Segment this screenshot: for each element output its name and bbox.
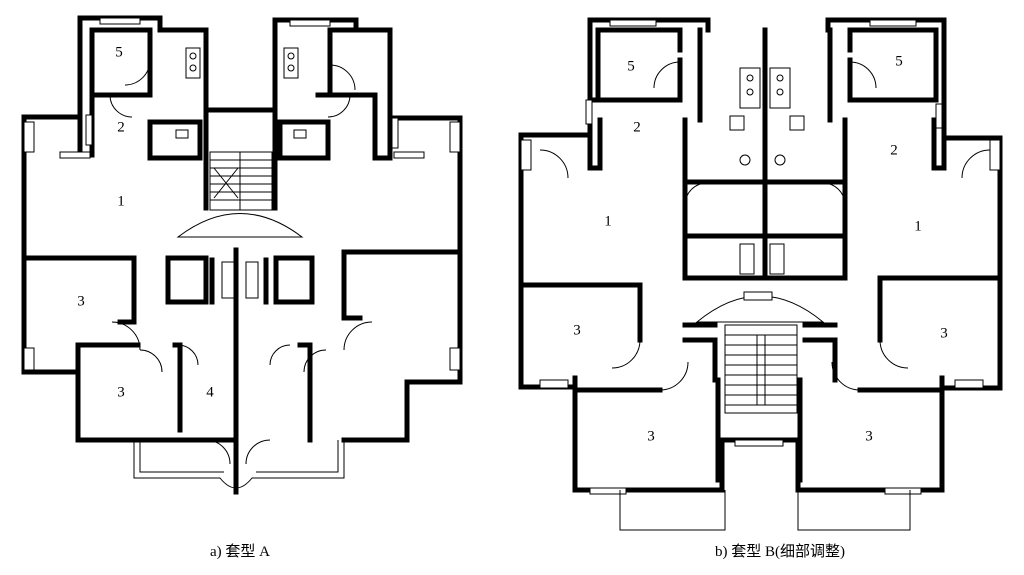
plan-a: 5 2 1 3 3 4 — [21, 15, 463, 495]
plan-b-right-room-5: 5 — [895, 53, 903, 69]
plan-b-right-room-3-lower: 3 — [865, 428, 873, 444]
caption-plan-a: a) 套型 A — [210, 543, 270, 560]
plan-b-right-room-3-upper: 3 — [940, 325, 948, 341]
plan-a-room-3-lower: 3 — [117, 384, 125, 400]
plan-b-right-room-1: 1 — [914, 218, 922, 234]
plan-b-left-room-3-upper: 3 — [573, 322, 581, 338]
plan-b-right-room-2: 2 — [890, 142, 898, 158]
plan-a-room-1: 1 — [117, 193, 125, 209]
plan-a-room-5: 5 — [115, 44, 123, 60]
plan-b-left-room-3-lower: 3 — [647, 428, 655, 444]
plan-b-left-room-2: 2 — [633, 119, 641, 135]
plan-a-room-2: 2 — [117, 119, 125, 135]
caption-plan-b: b) 套型 B(细部调整) — [715, 543, 845, 560]
plan-b-left-room-1: 1 — [604, 213, 612, 229]
plan-a-room-3-upper: 3 — [77, 293, 85, 309]
plan-b: 5 2 1 3 3 5 2 1 3 3 — [518, 17, 1003, 531]
plan-a-room-4: 4 — [206, 384, 214, 400]
plan-b-left-room-5: 5 — [627, 58, 635, 74]
